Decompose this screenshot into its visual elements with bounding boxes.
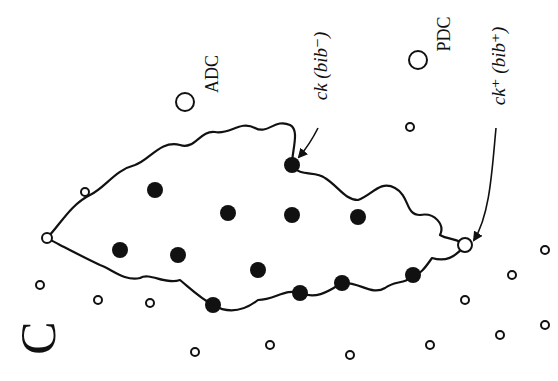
callout-label: ck⁺ (bib⁺): [489, 27, 508, 106]
marker-label: ADC: [203, 55, 221, 93]
filled-particles: [112, 157, 421, 313]
leader-arrows: [299, 128, 496, 240]
callout-label: ck (bib⁻): [311, 32, 330, 101]
open-particles: [36, 123, 549, 359]
marker-label: PDC: [435, 16, 453, 51]
marker-circles: [176, 51, 427, 111]
membrane-outline: [47, 123, 465, 310]
panel-letter: C: [13, 321, 63, 354]
